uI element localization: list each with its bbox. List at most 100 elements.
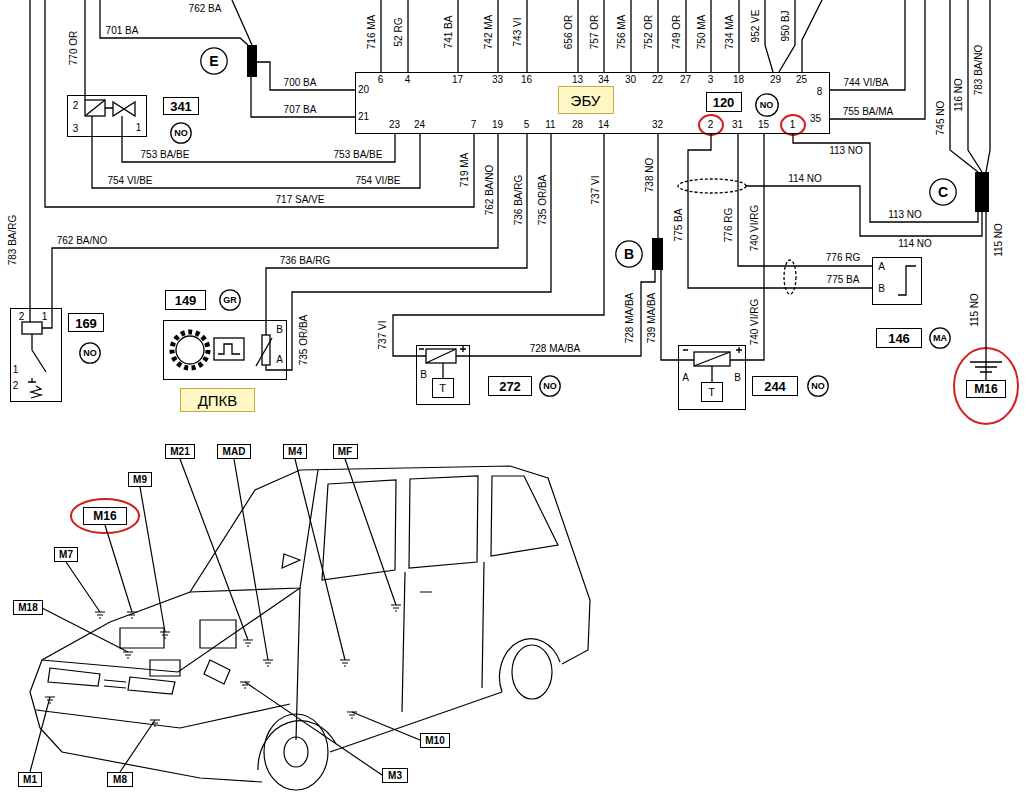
pin-number: 33 (492, 75, 503, 85)
component-number: 149 (175, 294, 197, 307)
solenoid-valve-box: 231 (67, 95, 147, 137)
wire-code: 776 RG (724, 207, 734, 243)
wire-code: 735 OR/BA (538, 174, 548, 227)
wire-code: 737 VI (378, 320, 388, 351)
wiring-layer (22, 0, 1002, 398)
crank-sensor-symbol (172, 320, 287, 370)
ground-point-box: M8 (107, 772, 133, 787)
ground-point-box: MAD (217, 444, 251, 459)
wire-code: 752 OR (644, 14, 654, 50)
pin-number: 29 (770, 75, 781, 85)
wire-code: 114 NO (897, 239, 933, 249)
wire-code: 736 BA/RG (279, 256, 332, 266)
color-code: MA (933, 334, 947, 343)
wire (746, 134, 764, 360)
ground-symbols (45, 605, 401, 726)
connector-callout: E (200, 45, 257, 77)
circle-shape (171, 123, 191, 143)
pin-number: 5 (524, 120, 530, 130)
color-code: GR (223, 296, 237, 305)
pin-number: 11 (545, 120, 555, 130)
sensor-tag: ДПКВ (180, 388, 255, 412)
ecu-box: 6417331613343022273182925208213523247195… (355, 72, 830, 134)
ground-code: MAD (223, 447, 246, 457)
pin-number: 15 (758, 120, 769, 130)
connector-symbol (200, 45, 257, 77)
color-code: NO (760, 100, 774, 109)
van-windows (322, 476, 558, 580)
ground-code: MF (338, 447, 352, 457)
crank-sensor-box: BA (163, 320, 287, 380)
wire-code: 757 OR (590, 14, 600, 50)
ground-point-box: M1 (18, 772, 42, 787)
connector-letter: E (209, 54, 218, 68)
wire-code: 743 VI (513, 17, 523, 48)
pin-letter: A (276, 355, 283, 365)
ground-code: M8 (113, 775, 127, 785)
ground-leaders (30, 459, 420, 775)
wire-code: 737 VI (591, 175, 601, 206)
color-code: NO (543, 382, 557, 391)
component-number: 244 (764, 380, 786, 393)
wire-code: 950 BJ (781, 9, 791, 42)
terminal-letter: T (708, 386, 715, 397)
connector-block (247, 45, 257, 77)
wire-code: 115 NO (970, 292, 980, 328)
relay-leads (678, 347, 746, 382)
wire-code: 762 BA/NO (485, 164, 495, 217)
front-wheel (264, 714, 328, 790)
wire-code: 742 MA (484, 14, 494, 50)
pin-number: 1 (136, 123, 142, 133)
component-number-box: 146 (876, 328, 922, 348)
component-number-box: 120 (706, 92, 742, 112)
color-code-circle: NO (79, 342, 101, 364)
ground-point-box: M7 (54, 547, 78, 562)
pin-letter: A (682, 373, 689, 383)
wire-code: 740 VI/RG (750, 298, 760, 347)
wire-code: 707 BA (283, 105, 318, 115)
wire (393, 134, 604, 356)
pin-number: 1 (13, 365, 19, 375)
component-number: 169 (75, 316, 97, 329)
van-front (36, 554, 300, 728)
solenoid-valve-symbol (85, 95, 135, 137)
switch-symbol (28, 308, 52, 398)
pin-number: 24 (414, 120, 425, 130)
pin-number: 3 (708, 75, 714, 85)
ground-code: M18 (18, 603, 37, 613)
pin-number: 4 (405, 75, 411, 85)
van-body (30, 466, 590, 728)
wire-code: 754 VI/BE (354, 176, 401, 186)
wire (688, 134, 872, 288)
wire-code: 783 BA/NO (974, 44, 984, 97)
wire-code: 754 VI/BE (106, 176, 153, 186)
callout-circle (616, 241, 642, 267)
wire-code: 114 NO (787, 174, 823, 184)
engine-parts (120, 620, 236, 684)
sensor-name: ДПКВ (198, 393, 238, 408)
relay-symbol (678, 347, 746, 382)
pin-number: 6 (378, 75, 384, 85)
pin-number: 27 (680, 75, 691, 85)
callout-circle (930, 179, 956, 205)
connector-callout: C (929, 172, 989, 212)
pin-number: 31 (732, 120, 743, 130)
component-number-box: 341 (163, 97, 199, 115)
pin-number: 30 (625, 75, 636, 85)
wire-code: 762 BA (188, 4, 223, 14)
wire-code: 728 MA/BA (625, 292, 635, 345)
highlight-circle (781, 115, 805, 135)
wire-code: 755 BA/MA (842, 107, 895, 117)
resistor-symbol (262, 335, 270, 365)
component-number: 272 (499, 380, 521, 393)
wire-code: 762 BA/NO (56, 236, 109, 246)
wire-code: 776 RG (825, 253, 861, 263)
wire (287, 134, 551, 370)
rear-wheel (512, 645, 552, 699)
ground-point-box: M21 (165, 444, 195, 459)
circle-shape (220, 290, 240, 310)
wheel-teeth (172, 332, 208, 368)
wire-code: 739 MA/BA (647, 292, 657, 345)
thermal-switch-box: T (701, 382, 723, 402)
